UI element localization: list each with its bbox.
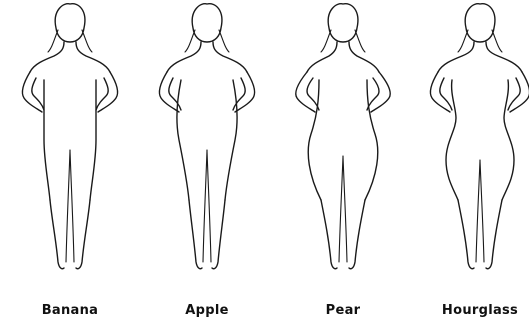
pear-figure: Pear: [277, 0, 409, 324]
hourglass-silhouette: [414, 0, 529, 280]
banana-figure: Banana: [4, 0, 136, 324]
hourglass-figure: Hourglass: [414, 0, 529, 324]
banana-label: Banana: [4, 303, 136, 318]
apple-label: Apple: [141, 303, 273, 318]
hourglass-label: Hourglass: [414, 303, 529, 318]
pear-label: Pear: [277, 303, 409, 318]
apple-silhouette: [141, 0, 273, 280]
apple-figure: Apple: [141, 0, 273, 324]
pear-silhouette: [277, 0, 409, 280]
banana-silhouette: [4, 0, 136, 280]
